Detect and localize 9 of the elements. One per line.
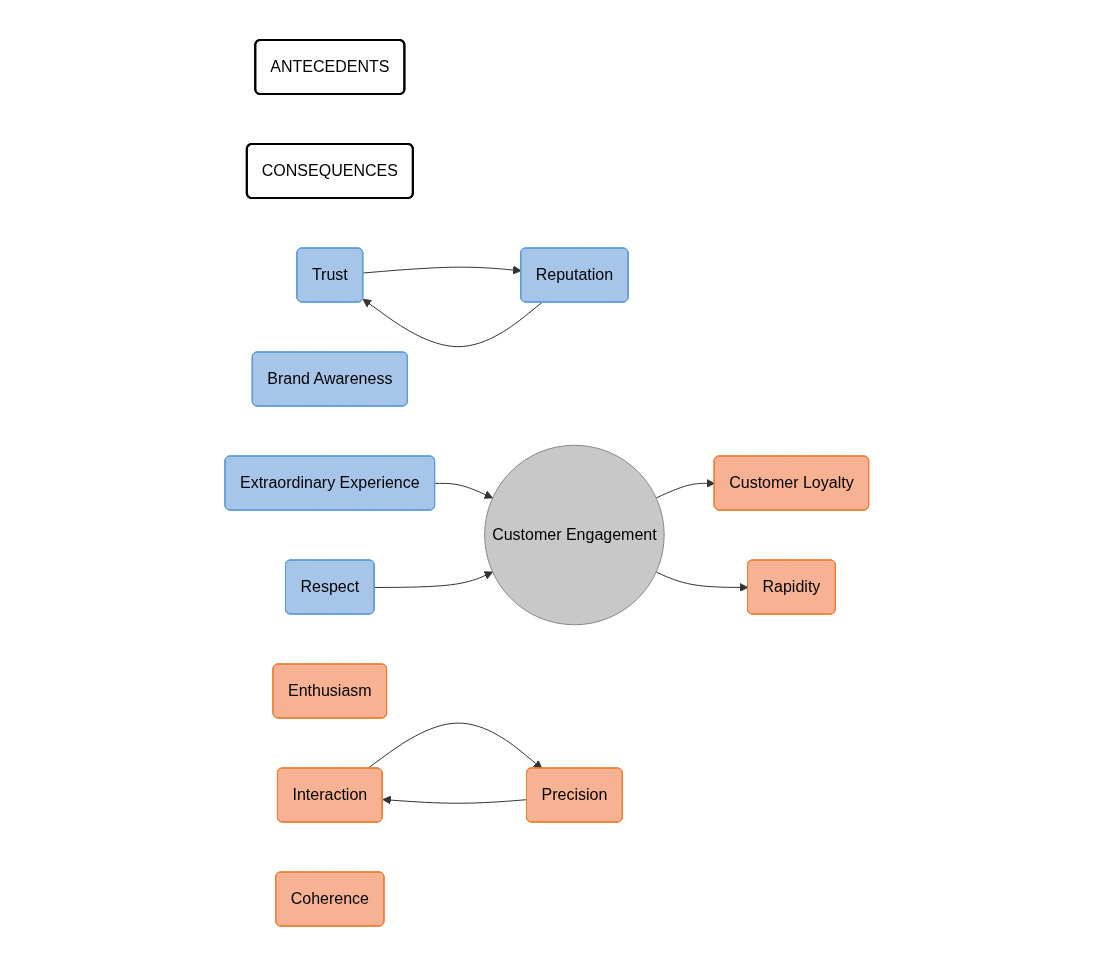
arrow — [655, 571, 749, 592]
arrow — [382, 795, 528, 805]
arrow — [367, 722, 543, 769]
arrow — [655, 478, 716, 499]
node-circle: Customer Engagement — [484, 444, 665, 626]
arrow — [362, 265, 522, 275]
arrow — [434, 482, 494, 499]
arrow — [374, 571, 494, 588]
arrow — [362, 298, 543, 348]
